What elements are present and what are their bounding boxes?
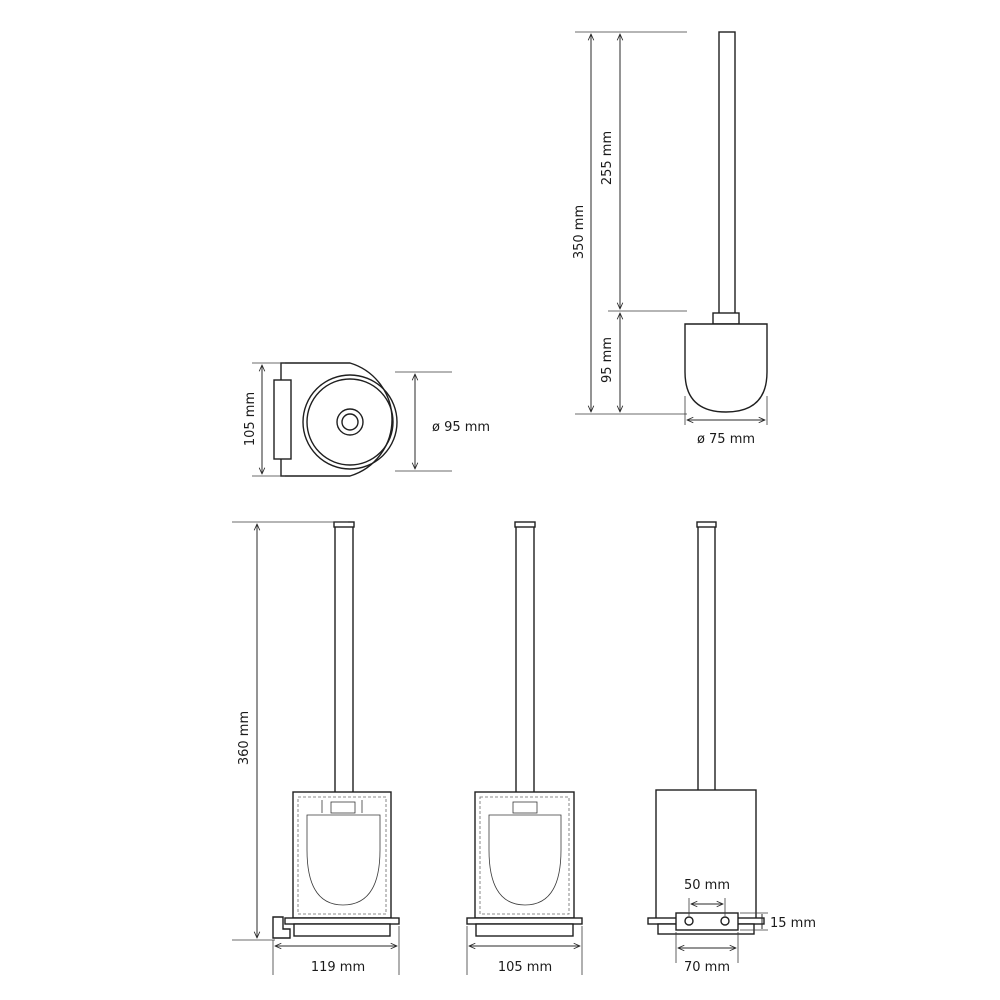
label-119mm: 119 mm xyxy=(311,960,365,975)
label-105mm: 105 mm xyxy=(498,960,552,975)
handle-top-circle xyxy=(336,408,364,436)
label-50mm: 50 mm xyxy=(684,878,730,893)
holder-handle xyxy=(697,524,716,794)
label-70mm: 70 mm xyxy=(684,960,730,975)
wall-plate xyxy=(273,379,292,460)
top-view-outline xyxy=(280,362,393,477)
cup-outer-circle xyxy=(302,374,398,470)
label-diameter-95mm: ø 95 mm xyxy=(432,420,490,435)
handle-cap xyxy=(514,521,536,528)
holder-foot xyxy=(475,923,574,937)
screw-hole-left xyxy=(684,916,694,926)
holder-base xyxy=(284,917,400,925)
label-diameter-75mm: ø 75 mm xyxy=(697,432,755,447)
label-105mm: 105 mm xyxy=(243,392,258,446)
holder-base xyxy=(466,917,583,925)
brush-head-hidden xyxy=(306,814,381,906)
holder-cup xyxy=(292,791,392,919)
holder-cup xyxy=(655,789,757,921)
handle-inner-circle xyxy=(341,413,359,431)
label-15mm: 15 mm xyxy=(770,916,816,931)
top-view: 105 mm ø 95 mm xyxy=(243,362,490,477)
label-350mm: 350 mm xyxy=(572,205,587,259)
back-view: 50 mm 15 mm 70 mm xyxy=(647,521,816,975)
wall-bracket xyxy=(272,916,291,939)
label-255mm: 255 mm xyxy=(600,131,615,185)
brush-head-hidden xyxy=(488,814,562,906)
cup-inner-circle xyxy=(306,378,394,466)
handle-cap xyxy=(333,521,355,528)
holder-handle xyxy=(515,524,535,794)
holder-cup xyxy=(474,791,575,919)
handle-hidden xyxy=(321,800,363,813)
cup-inner-wall xyxy=(297,796,387,915)
label-95mm: 95 mm xyxy=(600,337,615,383)
screw-hole-right xyxy=(720,916,730,926)
label-360mm: 360 mm xyxy=(237,711,252,765)
brush-handle xyxy=(718,31,736,315)
front-view: 360 mm 119 mm xyxy=(232,521,400,975)
handle-cap xyxy=(696,521,717,528)
holder-foot xyxy=(293,923,391,937)
brush-head xyxy=(684,323,768,413)
holder-handle xyxy=(334,524,354,794)
inner-view: 105 mm xyxy=(466,521,583,975)
brush-collar-hidden xyxy=(330,801,356,814)
brush-collar xyxy=(712,312,740,325)
cup-inner-wall xyxy=(479,796,570,915)
brush-view: 350 mm 255 mm 95 mm ø 75 mm xyxy=(572,31,768,447)
brush-collar-hidden xyxy=(512,801,538,814)
